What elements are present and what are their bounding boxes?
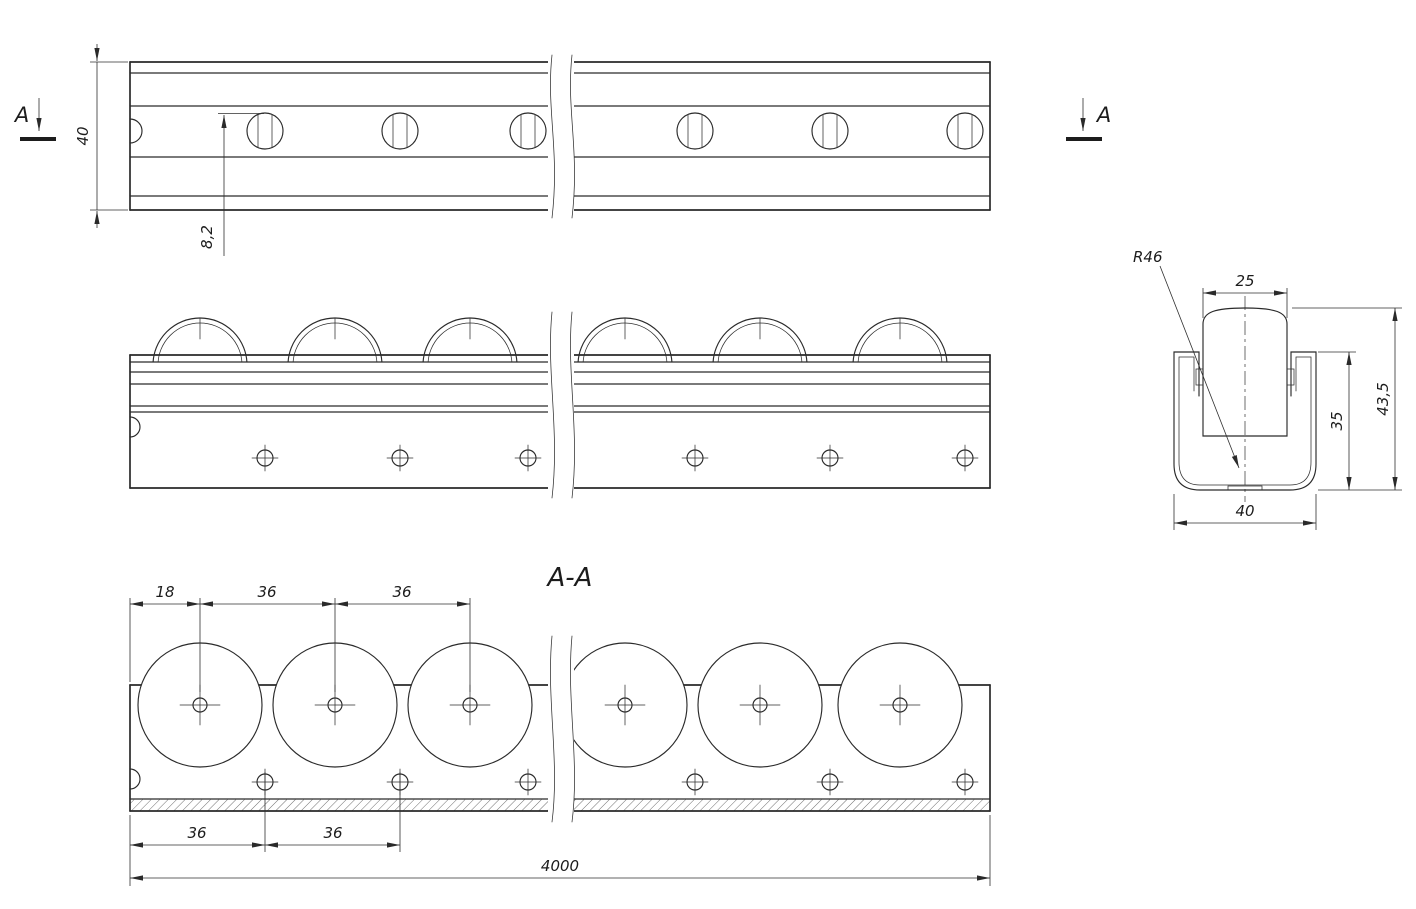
- dim-roller-height-label: 35: [1328, 411, 1346, 430]
- mounting-hole-row-section: [129, 768, 979, 796]
- section-marker-right: A: [1066, 98, 1111, 141]
- section-aa-view: A-A: [129, 563, 991, 886]
- roller-section: [837, 642, 963, 768]
- dim-overall-height-label: 43,5: [1374, 382, 1392, 415]
- roller: [287, 317, 383, 362]
- mounting-hole: [681, 768, 709, 796]
- dim-36-1-label: 36: [257, 583, 276, 601]
- mounting-hole: [514, 768, 542, 796]
- slot: [946, 112, 984, 150]
- bottom-rib: [1227, 485, 1263, 491]
- dim-36-3-label: 36: [187, 824, 206, 842]
- dim-roller-height: 35: [1318, 351, 1402, 491]
- roller-section: [1202, 307, 1288, 437]
- section-title: A-A: [546, 563, 593, 593]
- cross-section-view: 25 R46 35 43,5 40: [1133, 248, 1402, 530]
- dim-rail-height: 40: [74, 44, 128, 228]
- dim-crown-radius: R46: [1133, 248, 1240, 469]
- edge-notch: [129, 118, 143, 144]
- dim-4000-label: 4000: [541, 857, 579, 875]
- dim-hole-pitch-bottom: 36 36: [130, 772, 401, 852]
- dim-slot-offset-label: 8,2: [198, 225, 216, 249]
- dim-profile-width: 40: [1173, 494, 1317, 530]
- channel-outer: [1173, 351, 1317, 491]
- roller: [712, 317, 808, 362]
- roller: [422, 317, 518, 362]
- channel-inner: [1178, 356, 1312, 486]
- dim-roller-pitch-top: 18 36 36: [129, 583, 471, 692]
- break-symbol-section: [548, 635, 575, 823]
- break-symbol-side: [548, 311, 575, 499]
- top-view: 40 8,2 A A: [13, 44, 1111, 256]
- slot-row: [129, 112, 984, 150]
- mounting-hole: [816, 444, 844, 472]
- edge-notch: [129, 768, 141, 790]
- roller-section: [562, 642, 688, 768]
- axle-pin-left: [1195, 368, 1204, 386]
- dim-profile-width-label: 40: [1235, 502, 1254, 520]
- dim-crown-radius-label: R46: [1133, 248, 1163, 266]
- dim-slot-offset: 8,2: [198, 113, 264, 256]
- slot: [811, 112, 849, 150]
- roller: [152, 317, 248, 362]
- slot: [509, 112, 547, 150]
- dim-rail-height-label: 40: [74, 126, 92, 145]
- mounting-hole: [514, 444, 542, 472]
- edge-notch: [129, 416, 141, 438]
- slot: [676, 112, 714, 150]
- mounting-hole: [816, 768, 844, 796]
- mounting-hole: [951, 768, 979, 796]
- section-marker-a-left: A: [13, 103, 29, 127]
- slot: [246, 112, 284, 150]
- mounting-hole: [251, 444, 279, 472]
- mounting-hole: [951, 444, 979, 472]
- mounting-hole: [386, 444, 414, 472]
- side-view: [129, 311, 991, 499]
- dim-overall-length: 4000: [129, 815, 991, 886]
- break-symbol-top: [548, 54, 575, 219]
- dim-roller-width: 25: [1202, 272, 1288, 318]
- dim-18-label: 18: [155, 583, 174, 601]
- dim-roller-width-label: 25: [1235, 272, 1254, 290]
- mounting-hole: [681, 444, 709, 472]
- dim-overall-height: 43,5: [1292, 307, 1402, 490]
- mounting-hole-row-side: [129, 416, 979, 472]
- roller: [852, 317, 948, 362]
- dim-36-2-label: 36: [392, 583, 411, 601]
- roller-section: [697, 642, 823, 768]
- dim-36-4-label: 36: [323, 824, 342, 842]
- slot: [381, 112, 419, 150]
- section-marker-a-right: A: [1095, 103, 1111, 127]
- axle-pin-right: [1286, 368, 1295, 386]
- roller: [577, 317, 673, 362]
- section-marker-left: A: [13, 98, 56, 141]
